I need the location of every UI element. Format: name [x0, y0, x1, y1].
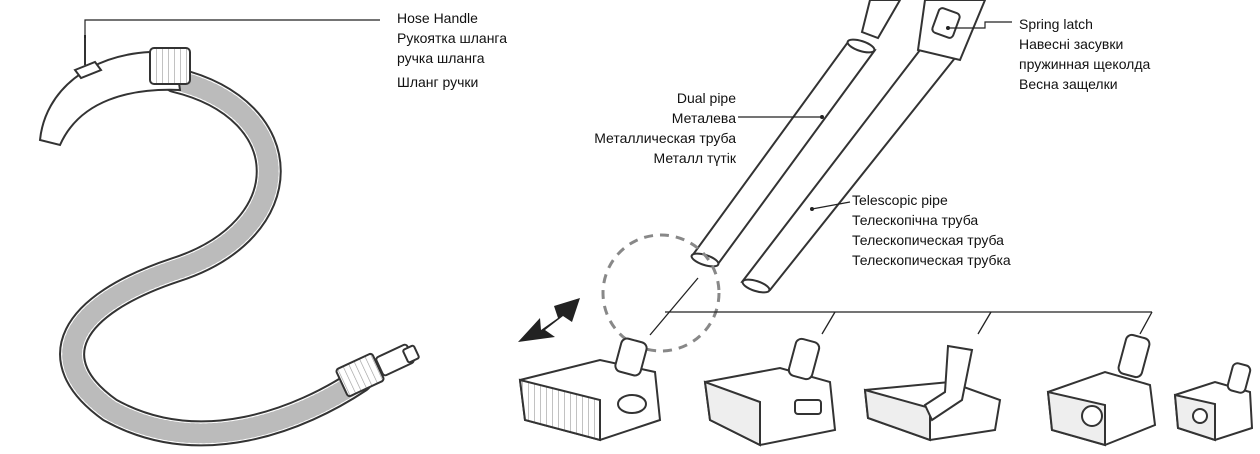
dual-pipe — [690, 0, 902, 268]
telescopic-pipe-leader-dot — [810, 207, 814, 211]
telescopic-pipe-label-kk: Телескопическая трубка — [852, 252, 1011, 268]
dual-pipe-label-uk: Металева — [671, 110, 736, 126]
spring-latch-label-en: Spring latch — [1019, 16, 1093, 32]
hose-handle-label: Hose Handle Рукоятка шланга ручка шланга… — [397, 8, 507, 92]
dual-pipe-label-kk: Металл түтік — [653, 150, 736, 166]
spring-latch-label-ru: пружинная щеколда — [1019, 56, 1151, 72]
hose-handle-label-en: Hose Handle — [397, 10, 478, 26]
floor-nozzle-3 — [863, 344, 1002, 442]
telescopic-pipe-leader — [811, 201, 851, 210]
connection-detail-circle — [601, 233, 721, 353]
mini-turbo-nozzle — [1173, 362, 1254, 442]
hose-handle-label-kk: Шланг ручки — [397, 74, 479, 90]
double-arrow-icon — [518, 298, 580, 342]
turbo-nozzle — [1046, 333, 1157, 447]
dual-pipe-label-en: Dual pipe — [676, 90, 736, 106]
telescopic-pipe-label-ru: Телескопическая труба — [852, 232, 1004, 248]
dual-pipe-label: Dual pipe Металева Металлическая труба М… — [540, 88, 736, 168]
floor-nozzle-1 — [518, 337, 662, 442]
hose-connector — [335, 343, 420, 398]
spring-latch-leader — [948, 21, 1012, 29]
spring-latch-label-kk: Весна защелки — [1019, 76, 1118, 92]
hose — [59, 67, 373, 447]
telescopic-pipe — [740, 0, 987, 294]
hose-handle-label-ru: ручка шланга — [397, 50, 485, 66]
nozzle-connector-lines — [649, 277, 1153, 336]
floor-nozzle-2 — [703, 337, 837, 447]
telescopic-pipe-label: Telescopic pipe Телескопічна труба Телес… — [852, 190, 1011, 270]
spring-latch-leader-dot — [946, 26, 950, 30]
hose-handle — [38, 35, 191, 147]
hose-handle-label-uk: Рукоятка шланга — [397, 30, 508, 46]
dual-pipe-label-ru: Металлическая труба — [594, 130, 736, 146]
spring-latch-label-uk: Навесні засувки — [1019, 36, 1124, 52]
hose-handle-leader — [84, 19, 380, 38]
telescopic-pipe-label-uk: Телескопічна труба — [852, 212, 979, 228]
spring-latch-label: Spring latch Навесні засувки пружинная щ… — [1019, 14, 1150, 94]
telescopic-pipe-label-en: Telescopic pipe — [852, 192, 948, 208]
dual-pipe-leader-dot — [820, 115, 824, 119]
